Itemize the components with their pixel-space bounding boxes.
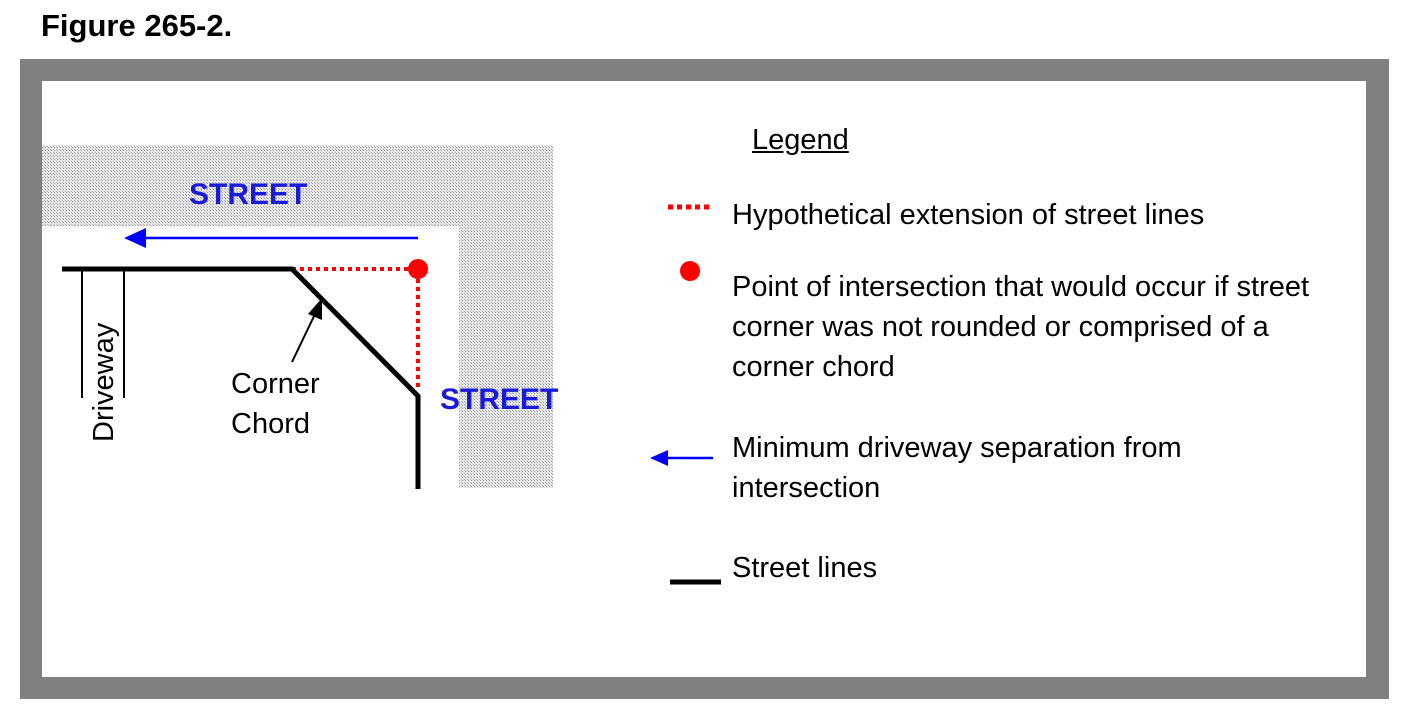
- legend-item-separation: Minimum driveway separation from interse…: [732, 432, 1182, 504]
- corner-chord-label-line2: Chord: [231, 408, 310, 440]
- intersection-point-icon: [408, 259, 428, 279]
- legend-blue-arrow-icon: [650, 450, 713, 466]
- corner-chord-label-line1: Corner: [231, 368, 320, 400]
- legend-item-intersection: Point of intersection that would occur i…: [732, 271, 1310, 383]
- street-area-top: [42, 145, 553, 488]
- street-extension-line: [292, 267, 420, 390]
- driveway-label: Driveway: [88, 322, 120, 442]
- street-line-with-corner-chord: [62, 266, 421, 489]
- corner-chord-pointer-icon: [291, 298, 322, 363]
- separation-arrow-icon: [124, 228, 418, 248]
- legend-item-extension: Hypothetical extension of street lines: [732, 199, 1205, 231]
- street-top-label: STREET: [189, 178, 308, 211]
- legend-title: Legend: [752, 124, 849, 156]
- legend-red-dot-icon: [680, 261, 700, 281]
- legend-item-street-lines: Street lines: [732, 552, 878, 584]
- figure-title: Figure 265-2.: [41, 8, 233, 43]
- street-right-label: STREET: [440, 383, 559, 416]
